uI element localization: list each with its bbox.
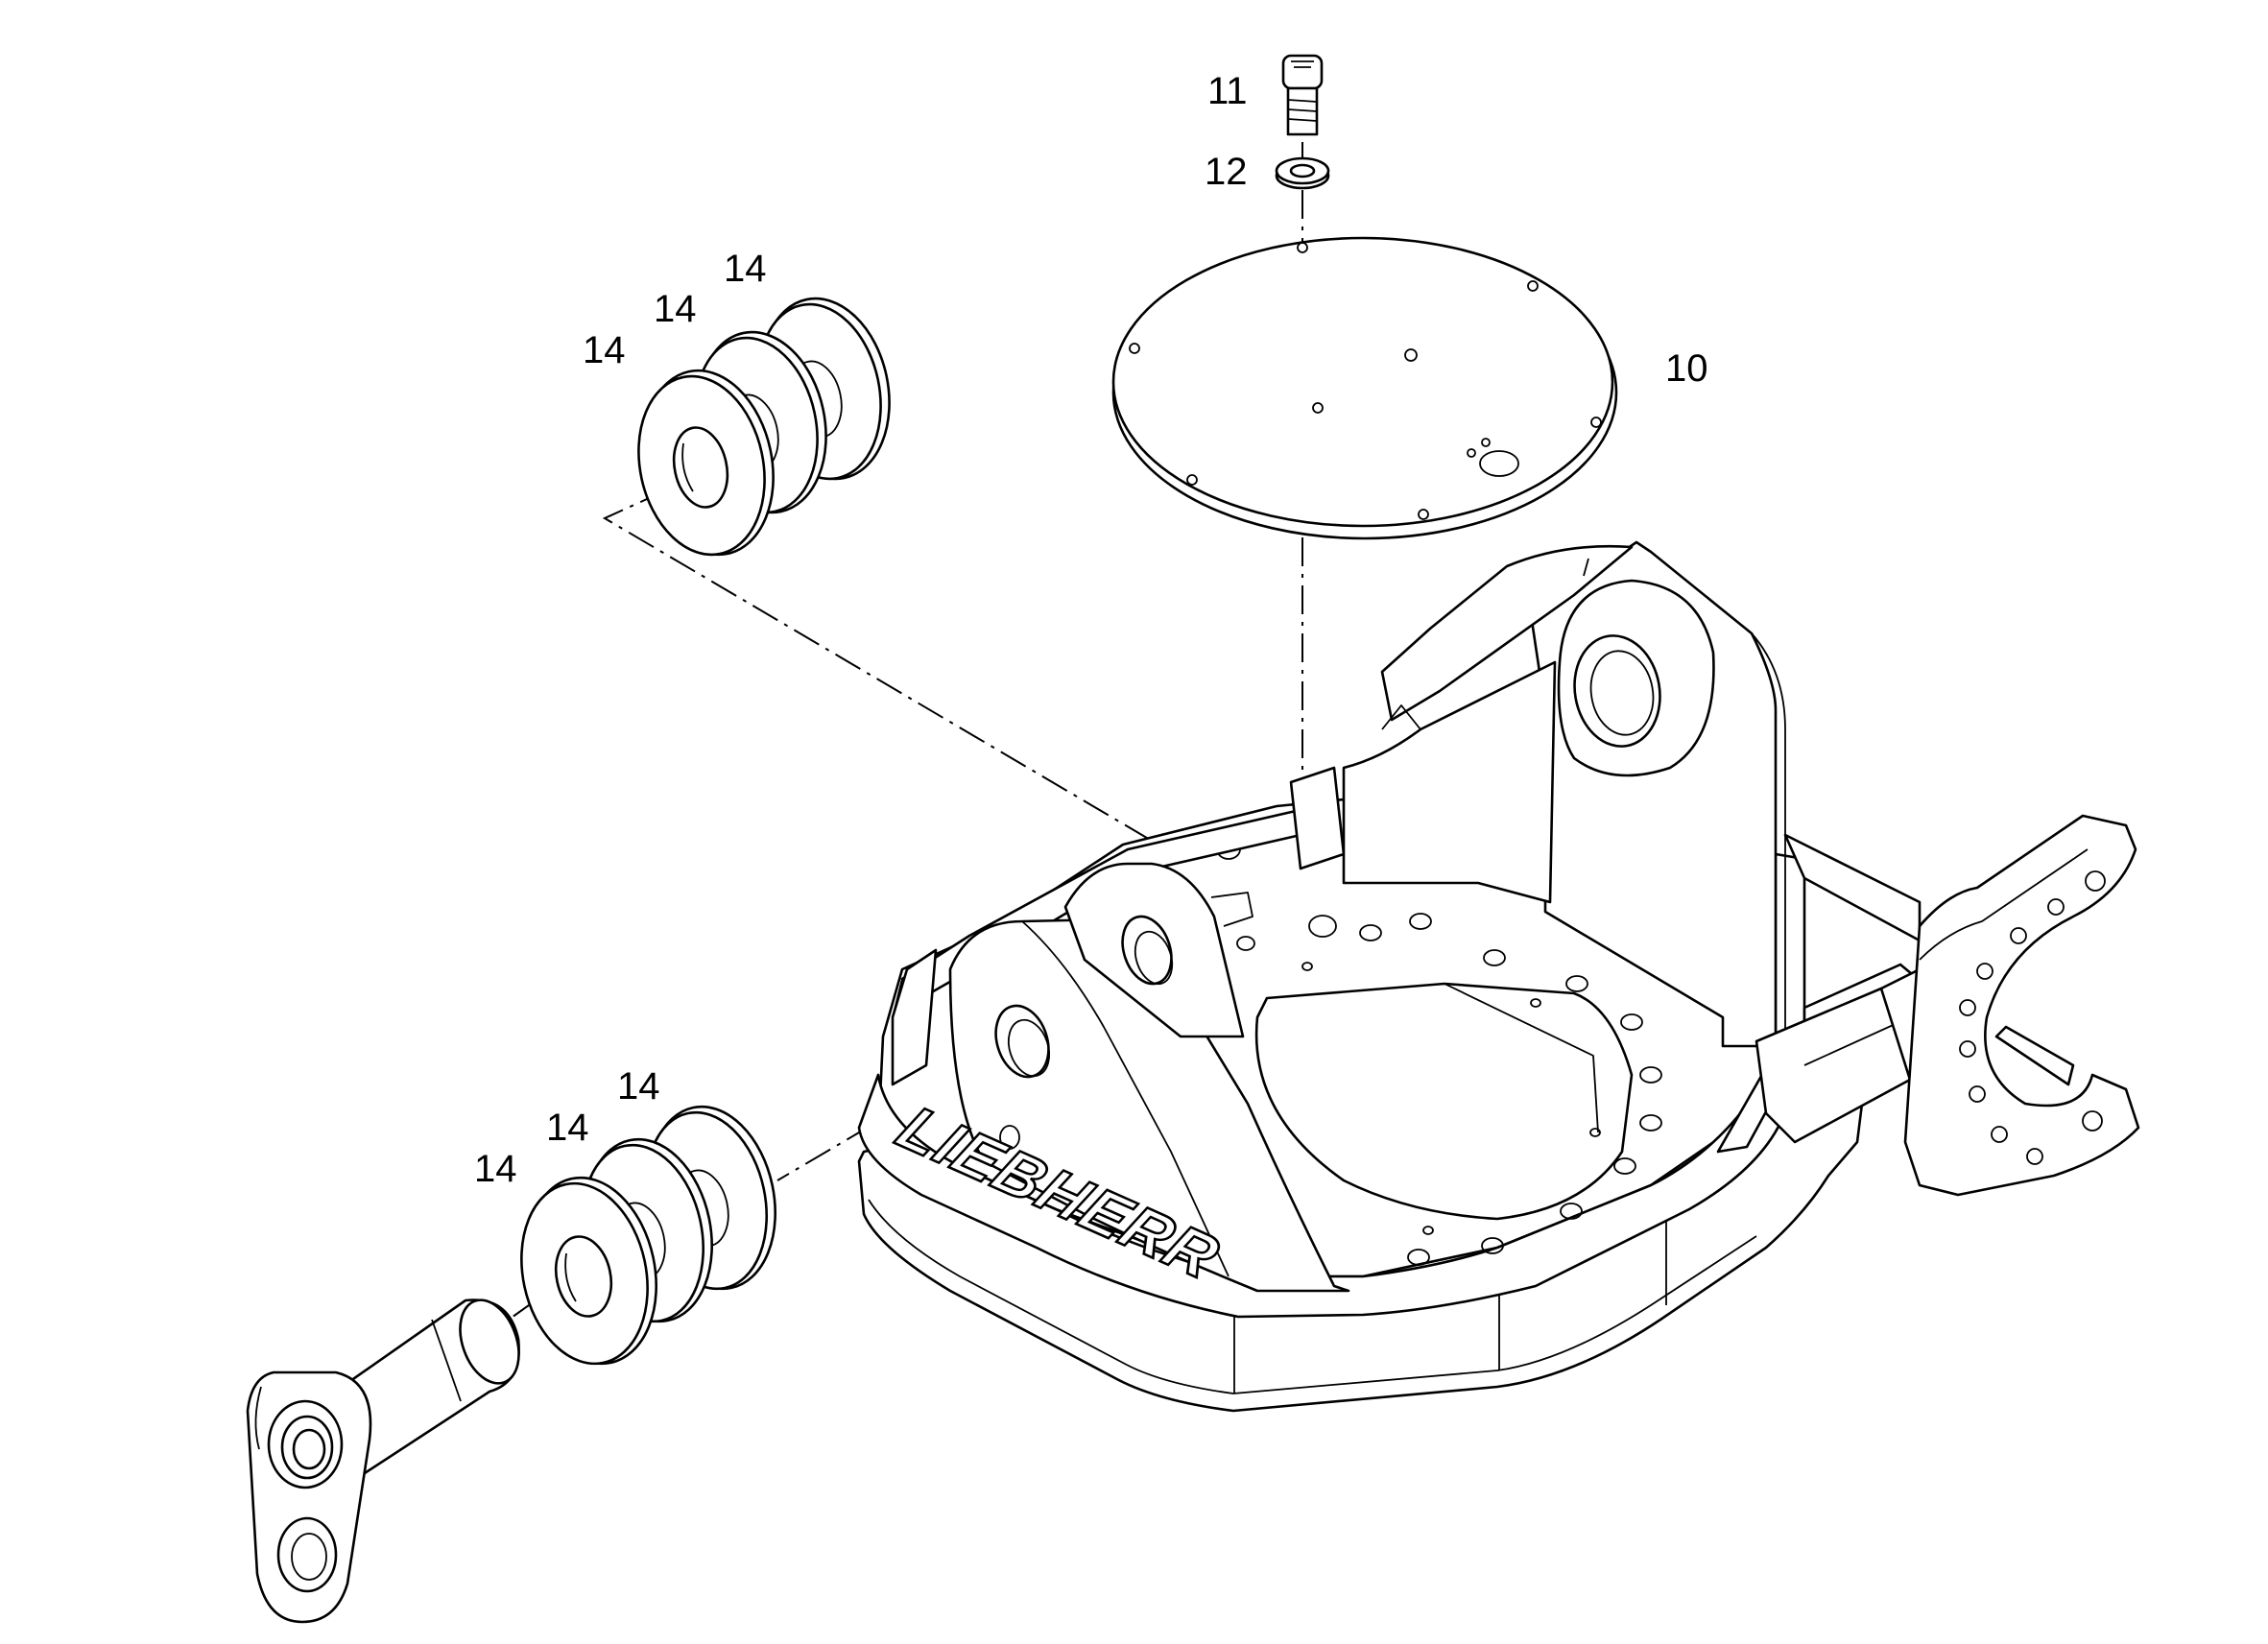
- washer-part-12: [1275, 156, 1330, 190]
- deck-holes: [1216, 839, 1662, 1266]
- callout-14-upper-c: 14: [724, 248, 767, 290]
- shim-lower-front: [520, 1176, 657, 1366]
- screw-part-11: [1281, 54, 1324, 136]
- front-lug-near: [948, 917, 1350, 1293]
- callout-14-lower-c: 14: [617, 1065, 660, 1108]
- callout-11: 11: [1207, 70, 1248, 112]
- shim-stack-lower: [520, 1105, 777, 1366]
- callout-labels: 10 11 12 14 14 14 14 14 14: [474, 70, 1708, 1190]
- callout-14-lower-b: 14: [546, 1107, 589, 1149]
- callout-14-upper-b: 14: [654, 288, 697, 330]
- right-arm-yoke: [1755, 814, 2140, 1197]
- pin-with-flange: [246, 1299, 520, 1624]
- callout-14-lower-a: 14: [474, 1148, 517, 1190]
- front-lug-far: [1063, 862, 1253, 1038]
- undercarriage-frame: LIEBHERR: [857, 540, 2140, 1413]
- cover-plate-part-10: [1111, 236, 1618, 540]
- callout-10: 10: [1665, 347, 1708, 390]
- callout-12: 12: [1205, 151, 1248, 193]
- callout-14-upper-a: 14: [583, 329, 626, 371]
- shim-stack-upper: [637, 297, 891, 557]
- shim-upper-front: [637, 369, 775, 557]
- rear-tower: [1289, 540, 1786, 1048]
